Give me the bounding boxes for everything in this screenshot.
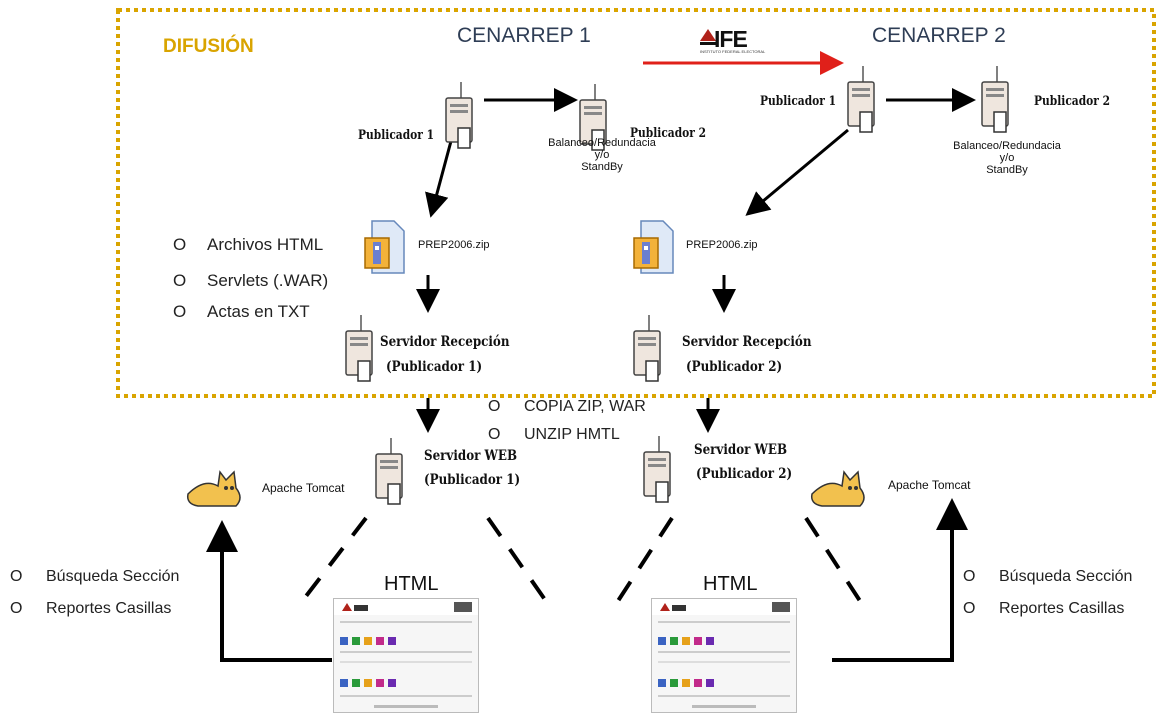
dashed-link-web1-right: [486, 516, 550, 606]
site1-recepcion-line2: (Publicador 1): [386, 359, 483, 375]
arrow-html1-to-tomcat: [206, 520, 332, 662]
site1-publicador-2-label: Publicador 2: [630, 126, 707, 141]
difusion-label: DIFUSIÓN: [163, 36, 254, 57]
site1-web-line1: Servidor WEB: [424, 448, 518, 464]
bullet-marker: O: [173, 235, 187, 254]
site1-zip-name: PREP2006.zip: [418, 239, 490, 251]
bullet-marker: O: [963, 568, 976, 585]
feature-item: O Reportes Casillas: [10, 600, 171, 618]
ife-emblem-icon: [700, 29, 716, 45]
zip-contents-text: Archivos HTML: [207, 235, 324, 254]
site2-web-line2: (Publicador 2): [696, 466, 793, 482]
server-icon: [440, 82, 478, 149]
zip-file-icon: [364, 220, 406, 274]
cenarrep-2-title: CENARREP 2: [872, 24, 1006, 47]
server-icon: [574, 84, 612, 151]
server-icon: [842, 66, 880, 133]
tomcat-cat-icon: [808, 464, 874, 510]
zip-contents-text: Actas en TXT: [207, 302, 310, 321]
arrow-html2-to-tomcat: [832, 498, 968, 662]
server-icon: [370, 438, 408, 505]
site1-html-label: HTML: [384, 573, 439, 595]
site2-publicador-2-label: Publicador 2: [1034, 94, 1111, 109]
bullet-marker: O: [488, 426, 501, 443]
site2-html-label: HTML: [703, 573, 758, 595]
ife-logo-text: IFE: [714, 26, 748, 52]
bullet-marker: O: [173, 271, 187, 290]
arrow-pub1-to-zip-site2: [745, 128, 849, 216]
bullet-marker: O: [488, 398, 501, 415]
feature-item: O Búsqueda Sección: [963, 568, 1132, 586]
ife-logo: IFE INSTITUTO FEDERAL ELECTORAL: [700, 26, 786, 57]
web-step-item: O UNZIP HMTL: [488, 426, 620, 444]
feature-text: Reportes Casillas: [46, 600, 172, 617]
tomcat-cat-icon: [184, 464, 250, 510]
feature-text: Búsqueda Sección: [46, 568, 180, 585]
site1-recepcion-line1: Servidor Recepción: [380, 334, 510, 350]
note-line: StandBy: [986, 164, 1028, 176]
difusion-boundary: [116, 8, 1156, 398]
feature-text: Reportes Casillas: [999, 600, 1125, 617]
zip-contents-item: O Archivos HTML: [173, 235, 323, 255]
dashed-link-web2-right: [804, 516, 864, 606]
site2-zip-name: PREP2006.zip: [686, 239, 758, 251]
feature-text: Búsqueda Sección: [999, 568, 1133, 585]
html-page-thumbnail: [651, 598, 797, 713]
zip-contents-item: O Servlets (.WAR): [173, 271, 328, 291]
server-icon: [628, 315, 666, 382]
site1-publicador-1-label: Publicador 1: [358, 128, 435, 143]
server-icon: [340, 315, 378, 382]
note-line: Balanceo/Redundacia: [548, 137, 656, 149]
site2-recepcion-line1: Servidor Recepción: [682, 334, 812, 350]
site1-tomcat-label: Apache Tomcat: [262, 481, 345, 495]
bullet-marker: O: [10, 568, 23, 585]
web-step-text: UNZIP HMTL: [524, 426, 620, 443]
note-line: y/o: [594, 149, 610, 161]
zip-contents-item: O Actas en TXT: [173, 302, 310, 322]
server-icon: [638, 436, 676, 503]
site2-publicador-1-label: Publicador 1: [760, 94, 837, 109]
zip-contents-text: Servlets (.WAR): [207, 271, 329, 290]
web-step-item: O COPIA ZIP, WAR: [488, 398, 646, 416]
server-icon: [976, 66, 1014, 133]
bullet-marker: O: [963, 600, 976, 617]
cenarrep-1-title: CENARREP 1: [457, 24, 591, 47]
site1-web-line2: (Publicador 1): [424, 472, 521, 488]
dashed-link-web1-left: [298, 516, 368, 606]
site2-recepcion-line2: (Publicador 2): [686, 359, 783, 375]
site2-web-line1: Servidor WEB: [694, 442, 788, 458]
ife-logo-subtitle: INSTITUTO FEDERAL ELECTORAL: [700, 49, 766, 54]
html-page-thumbnail: [333, 598, 479, 713]
bullet-marker: O: [173, 302, 187, 321]
feature-item: O Reportes Casillas: [963, 600, 1124, 618]
zip-file-icon: [633, 220, 675, 274]
bullet-marker: O: [10, 600, 23, 617]
dashed-link-web2-left: [614, 516, 674, 606]
site2-publicador-2-note: Balanceo/Redundacia y/o StandBy: [942, 140, 1072, 176]
site2-tomcat-label: Apache Tomcat: [888, 478, 971, 492]
site1-publicador-2-note: Balanceo/Redundacia y/o StandBy: [535, 137, 669, 173]
note-line: StandBy: [581, 161, 623, 173]
feature-item: O Búsqueda Sección: [10, 568, 179, 586]
note-line: Balanceo/Redundacia: [953, 140, 1061, 152]
web-step-text: COPIA ZIP, WAR: [524, 398, 646, 415]
note-line: y/o: [999, 152, 1015, 164]
